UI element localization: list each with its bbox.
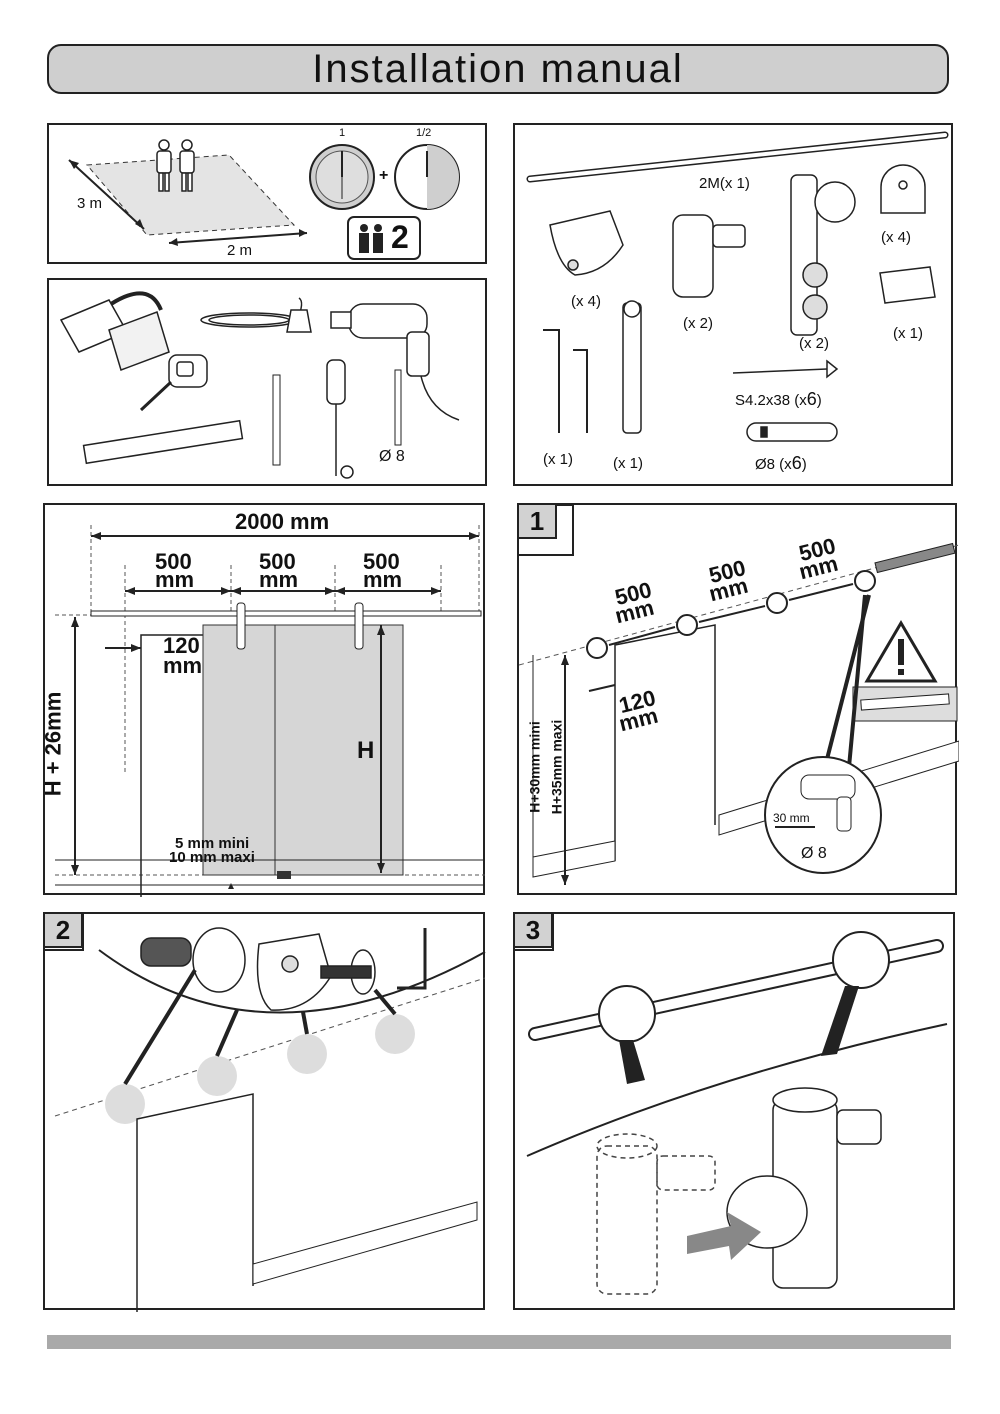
step-1-panel: 1 500 mm 500 mm 500 mm 120 mm H+30mm min… [517,503,959,895]
gap-max-label: 10 mm maxi [169,849,255,866]
step1-height-min: H+30mm mini [526,721,543,813]
drill-detail-callout [764,756,882,874]
footer-bar [47,1335,951,1349]
step-1-badge: 1 [519,505,557,539]
drill-bit-icon [394,369,402,446]
connector-qty: (x 2) [683,315,713,332]
people-count-badge [347,216,421,260]
total-width-label: 2000 mm [235,509,330,534]
tape-measure-icon [139,354,208,412]
title-banner: Installation manual [47,44,949,94]
drill-hole-icon [586,570,876,659]
segment-3-value: 500 [363,549,400,574]
time-full-label: 1 [339,127,346,139]
rail-shape [90,610,482,617]
drill-bit-label: Ø 8 [379,448,405,465]
stopper-qty: (x 4) [881,229,911,246]
step1-height-max: H+35mm maxi [548,719,565,815]
door-height-label: H [357,737,375,764]
step-3-illustration [515,914,948,1295]
wrench-part [622,300,642,434]
offset-value: 120 [163,633,200,658]
people-count: 2 [391,219,409,255]
parts-illustration [526,131,949,442]
gap-min-label: 5 mm mini [175,835,250,852]
warning-icon [864,620,938,683]
wall-plug-part [746,422,838,442]
rail-height-label: H + 26mm [40,691,66,797]
preparation-illustration [68,139,460,260]
hex-key-qty: (x 1) [543,451,573,468]
segment-1-unit: mm [155,567,195,592]
guide-qty: (x 1) [893,325,923,342]
step1-bit-label: Ø 8 [801,845,827,862]
connector-part [672,214,746,298]
screwdriver-icon [326,359,354,479]
hanger-qty: (x 2) [799,335,829,352]
time-half-label: 1/2 [416,127,432,139]
step-3-badge: 3 [515,914,553,948]
page-title: Installation manual [312,46,684,91]
step-2-badge: 2 [45,914,83,948]
wall-bracket-part [549,210,624,276]
screw-label: S4.2x38 (x6) [735,389,822,409]
door-shape [202,624,404,876]
screw-part [732,359,839,379]
drill-icon [330,303,460,421]
length-label: 2 m [227,242,253,259]
plug-count: 6 [791,453,802,473]
bracket-exploded-view [140,927,427,1011]
hex-key-part [543,329,588,433]
parts-panel: 2M(x 1) (x 4) (x 4) (x 2) (x 2) (x 1) (x… [513,123,953,486]
toolbox-icon [59,291,170,371]
person-icon [156,139,195,192]
dimensions-illustration [55,525,485,897]
floor-guide-part [879,266,936,304]
drill-depth-label: 30 mm [773,811,810,825]
segment-1-value: 500 [155,549,192,574]
step-2-panel: 2 [43,912,486,1312]
tools-illustration [59,291,460,479]
step-1-illustration [519,505,959,885]
wall-bracket-qty: (x 4) [571,293,601,310]
insert-arrow-icon [687,1212,761,1260]
rail-label: 2M(x 1) [699,175,750,192]
screw-count: 6 [806,389,817,409]
connector-ghost [596,1133,716,1295]
step-2-illustration [45,914,486,1312]
step-3-panel: 3 [513,912,955,1310]
stopper-part [880,164,926,214]
plus-sign: + [379,167,389,184]
connector-part [726,1087,882,1289]
wrench-qty: (x 1) [613,455,643,472]
width-label: 3 m [77,195,103,212]
segment-3-unit: mm [363,567,403,592]
segment-2-unit: mm [259,567,299,592]
segment-2-value: 500 [259,549,296,574]
plumb-line-icon [200,297,312,333]
spirit-level-icon [82,419,244,465]
preparation-panel: 3 m 2 m 1 1/2 + 2 [47,123,487,264]
dimensions-panel: 2000 mm 500 mm 500 mm 500 mm 120 mm H + … [40,503,485,897]
tools-panel: Ø 8 [47,278,487,486]
hanger-part [790,174,856,336]
pencil-icon [272,374,281,466]
bracket-marker-icon [105,1014,415,1124]
offset-unit: mm [163,653,203,678]
plug-label: Ø8 (x6) [755,453,807,473]
clock-icon [309,144,460,210]
